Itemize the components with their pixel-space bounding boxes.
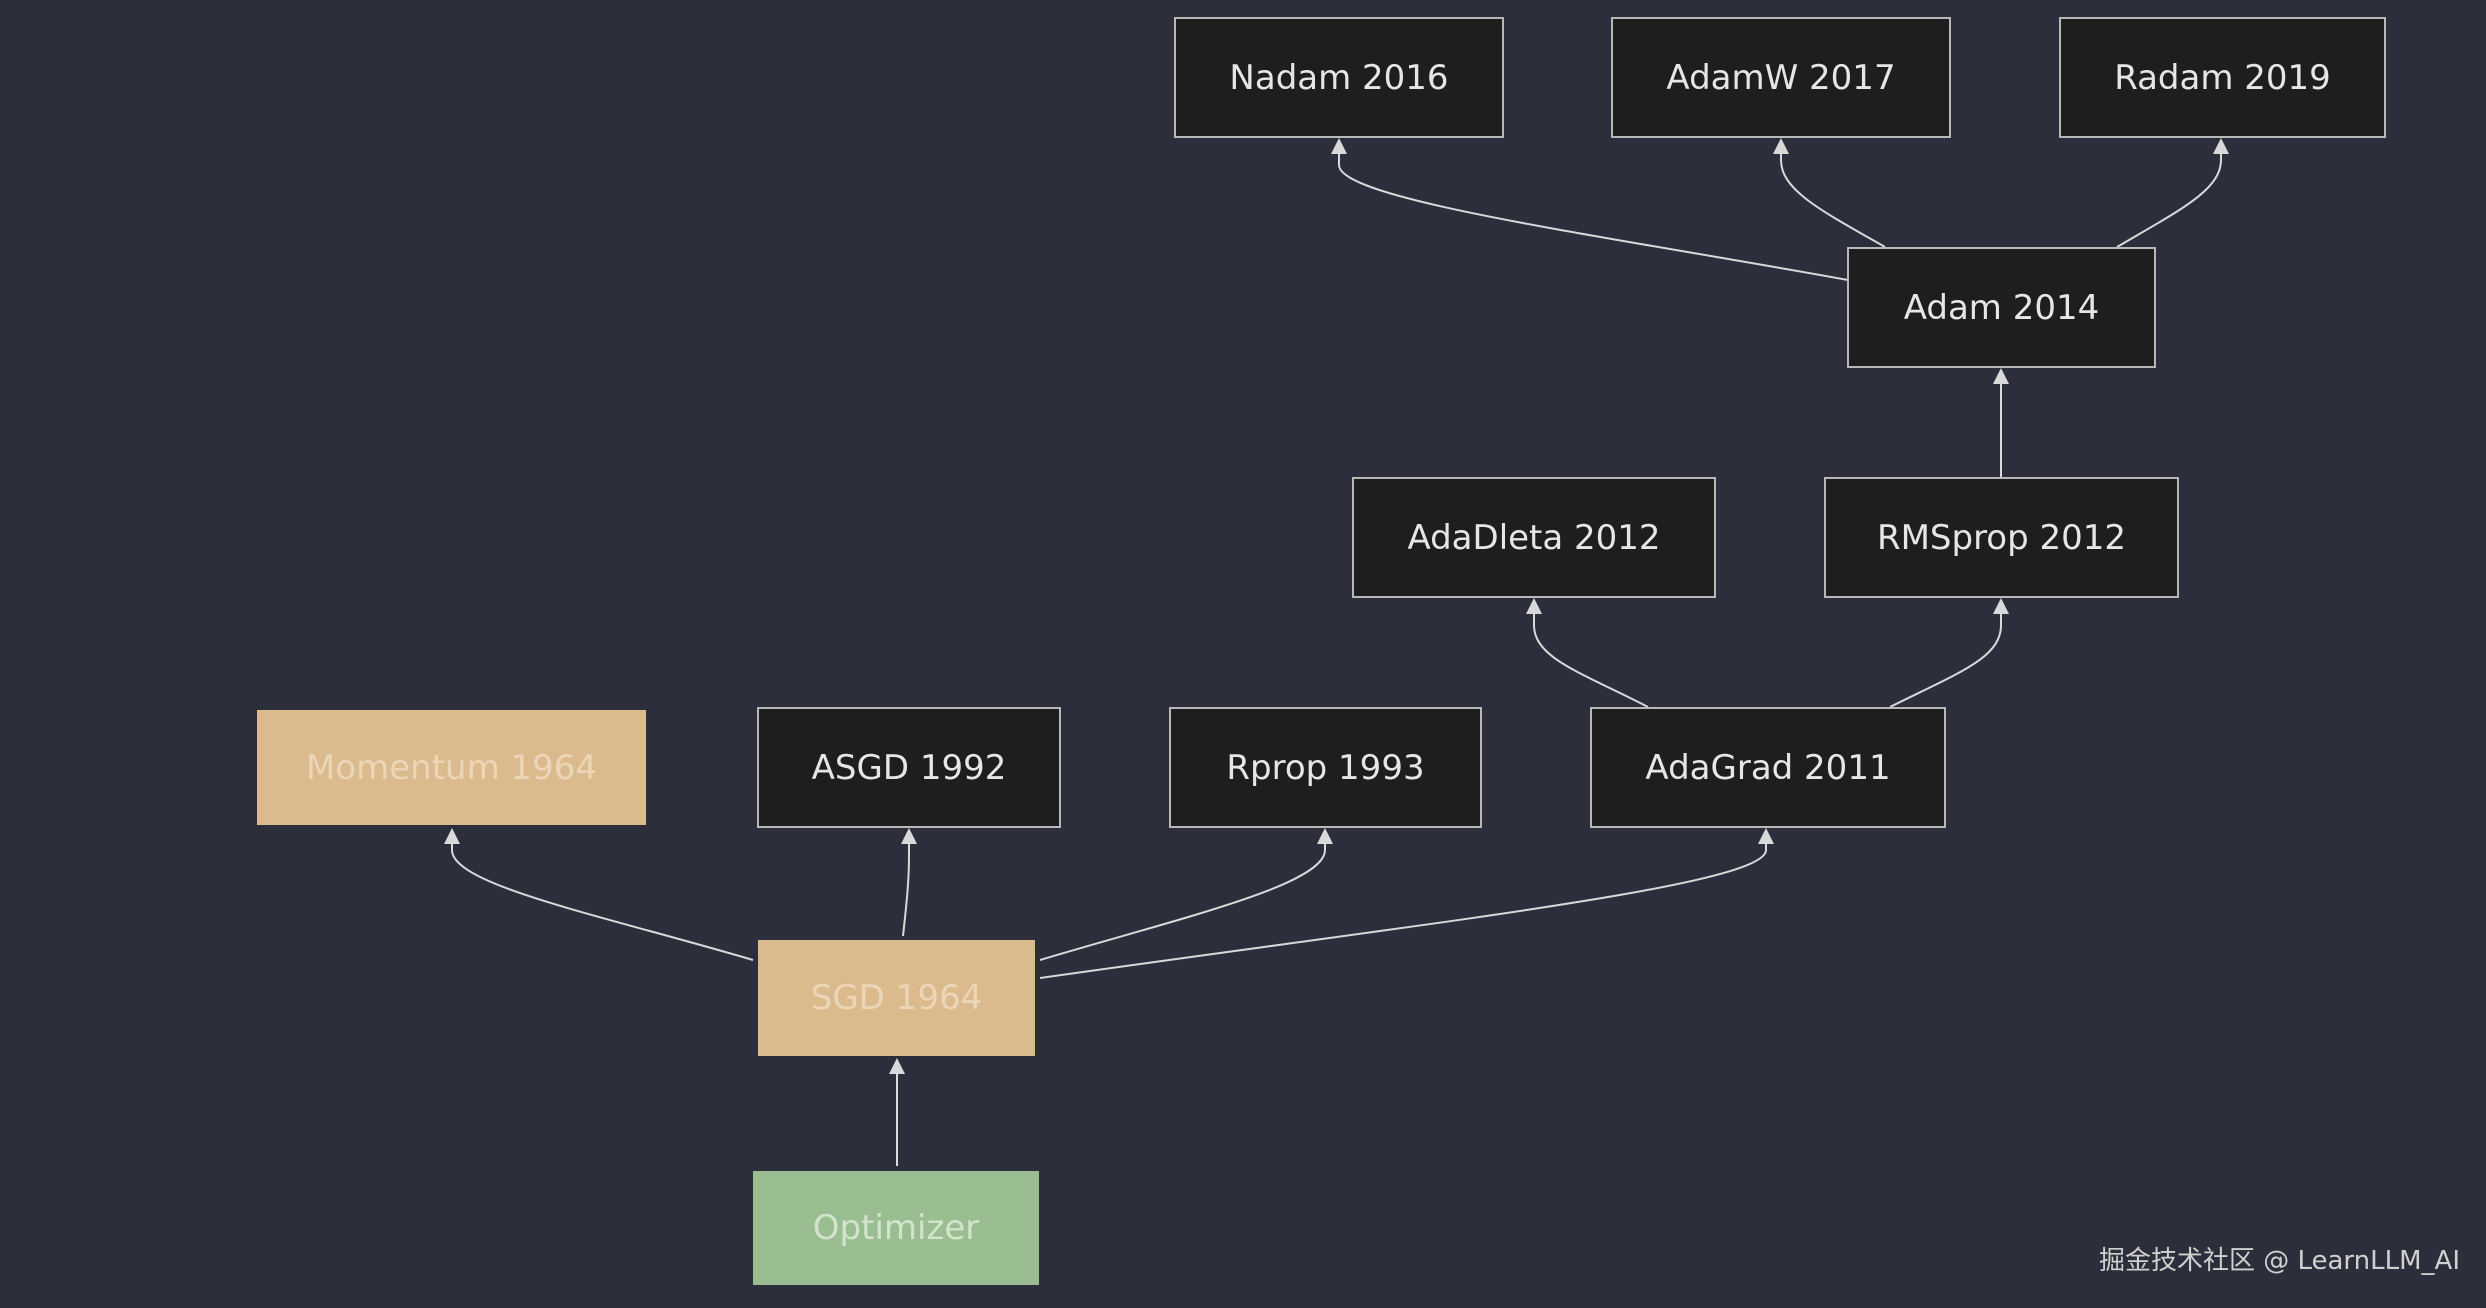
arrowhead-asgd — [901, 828, 917, 844]
node-adagrad: AdaGrad 2011 — [1590, 707, 1946, 828]
edge-sgd-to-momentum — [451, 830, 754, 961]
node-radam: Radam 2019 — [2059, 17, 2386, 138]
node-nadam: Nadam 2016 — [1174, 17, 1504, 138]
node-rprop: Rprop 1993 — [1169, 707, 1482, 828]
edge-sgd-to-adagrad — [1039, 830, 1767, 979]
node-sgd: SGD 1964 — [758, 940, 1035, 1056]
arrowhead-nadam — [1331, 138, 1347, 154]
node-adadelta: AdaDleta 2012 — [1352, 477, 1716, 598]
node-rmsprop: RMSprop 2012 — [1824, 477, 2179, 598]
edge-adam-to-adamw — [1780, 140, 1886, 248]
watermark-text: 掘金技术社区 @ LearnLLM_AI — [2098, 1246, 2460, 1276]
arrowhead-adam — [1993, 368, 2009, 384]
arrowhead-radam — [2213, 138, 2229, 154]
edge-adam-to-nadam — [1338, 140, 1849, 281]
edge-sgd-to-asgd — [902, 830, 910, 937]
arrowhead-adadelta — [1526, 598, 1542, 614]
node-asgd: ASGD 1992 — [757, 707, 1061, 828]
edge-adagrad-to-rmsprop — [1889, 600, 2002, 708]
node-adamw: AdamW 2017 — [1611, 17, 1951, 138]
arrowhead-rprop — [1317, 828, 1333, 844]
arrowhead-adagrad — [1758, 828, 1774, 844]
node-optimizer: Optimizer — [753, 1171, 1039, 1285]
arrowhead-momentum — [444, 828, 460, 844]
arrowhead-sgd — [889, 1058, 905, 1074]
arrowhead-rmsprop — [1993, 598, 2009, 614]
edge-adam-to-radam — [2116, 140, 2222, 248]
node-momentum: Momentum 1964 — [257, 710, 646, 825]
edge-sgd-to-rprop — [1039, 830, 1326, 961]
arrowhead-adamw — [1773, 138, 1789, 154]
edge-adagrad-to-adadelta — [1533, 600, 1649, 708]
node-adam: Adam 2014 — [1847, 247, 2156, 368]
